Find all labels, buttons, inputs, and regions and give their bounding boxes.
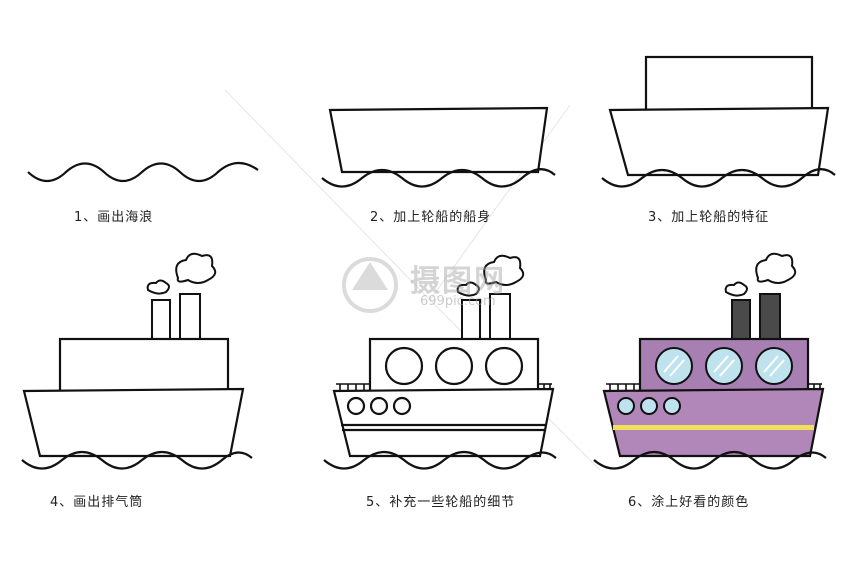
step4-hull (22, 387, 245, 458)
step6-stacks (731, 293, 781, 341)
step6-caption: 6、涂上好看的颜色 (628, 495, 750, 510)
step6-cabin-windows (655, 347, 793, 385)
step4-caption: 4、画出排气筒 (50, 495, 144, 510)
step5-hull (332, 387, 555, 458)
watermark-logo-icon (342, 257, 398, 313)
step5-wave (323, 450, 557, 470)
step5-caption: 5、补充一些轮船的细节 (366, 495, 516, 510)
watermark-url: 699pic.com (420, 294, 496, 309)
step3-caption: 3、加上轮船的特征 (648, 210, 770, 225)
watermark-brand: 摄图网 (410, 264, 506, 299)
step5-cabin (368, 337, 540, 393)
step2-wave (321, 168, 556, 188)
step1-caption: 1、画出海浪 (74, 210, 154, 225)
step6-smoke (724, 252, 797, 297)
step3-cabin (644, 55, 814, 112)
step5-stacks (461, 293, 511, 341)
step4-stacks (151, 293, 201, 341)
step3-wave (601, 168, 836, 188)
step6-portholes (617, 397, 681, 415)
step5-smoke (456, 254, 525, 297)
step4-smoke (146, 252, 217, 295)
step4-wave (21, 450, 253, 470)
step6-hull (602, 387, 825, 458)
step2-hull (328, 106, 549, 174)
step3-hull (608, 106, 830, 177)
step6-wave (593, 450, 827, 470)
step6-stripe (613, 425, 814, 430)
step1-wave (27, 161, 259, 183)
step2-caption: 2、加上轮船的船身 (370, 210, 492, 225)
step6-window-glare (663, 355, 785, 377)
step4-cabin (58, 337, 230, 393)
